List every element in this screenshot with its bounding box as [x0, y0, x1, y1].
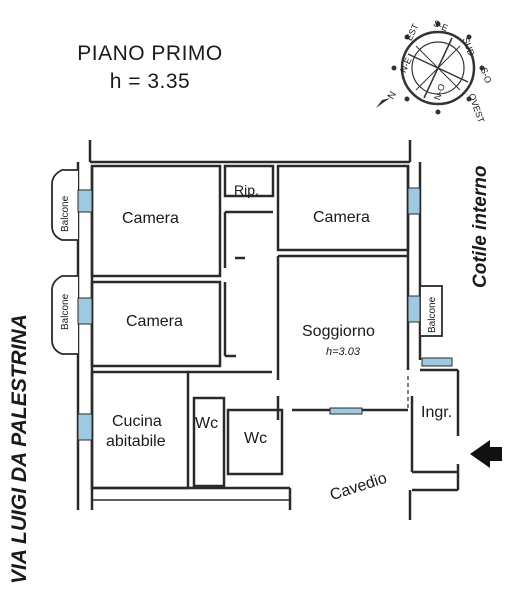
balcony-left-top	[51, 169, 78, 241]
street-name: VIA LUIGI DA PALESTRINA	[8, 314, 31, 584]
window	[77, 189, 93, 213]
label-camera-3: Camera	[313, 209, 370, 226]
window	[77, 413, 93, 441]
window	[77, 297, 93, 325]
label-cucina-line2: abitabile	[106, 433, 166, 450]
room-wc-2	[226, 408, 284, 476]
compass-rose	[376, 21, 485, 115]
label-wc-2: Wc	[244, 430, 268, 447]
label-cucina-line1: Cucina	[112, 413, 162, 430]
label-balcony-left-top: Balcone	[60, 195, 71, 232]
balcony-left-mid	[51, 275, 78, 355]
label-soggiorno-height: h=3.03	[326, 346, 360, 358]
label-ingresso: Ingr.	[421, 404, 453, 421]
label-camera-2: Camera	[126, 313, 183, 330]
label-soggiorno: Soggiorno	[302, 323, 375, 340]
window	[407, 187, 421, 215]
room-camera-1	[90, 164, 222, 278]
room-ripostiglio	[223, 164, 275, 198]
window	[329, 407, 363, 415]
window	[407, 295, 421, 323]
room-camera-3	[276, 164, 410, 252]
plan-title: PIANO PRIMO	[77, 42, 223, 65]
label-balcony-right: Balcone	[427, 296, 438, 333]
window	[421, 357, 453, 367]
label-wc-1: Wc	[195, 415, 219, 432]
entrance-arrow	[470, 440, 502, 468]
label-ripostiglio: Rip.	[234, 182, 259, 198]
ceiling-height: h = 3.35	[109, 70, 191, 93]
label-balcony-left-mid: Balcone	[60, 293, 71, 330]
label-camera-1: Camera	[122, 210, 179, 227]
courtyard-name: Cotile interno	[470, 165, 491, 288]
room-wc-1	[192, 396, 226, 488]
